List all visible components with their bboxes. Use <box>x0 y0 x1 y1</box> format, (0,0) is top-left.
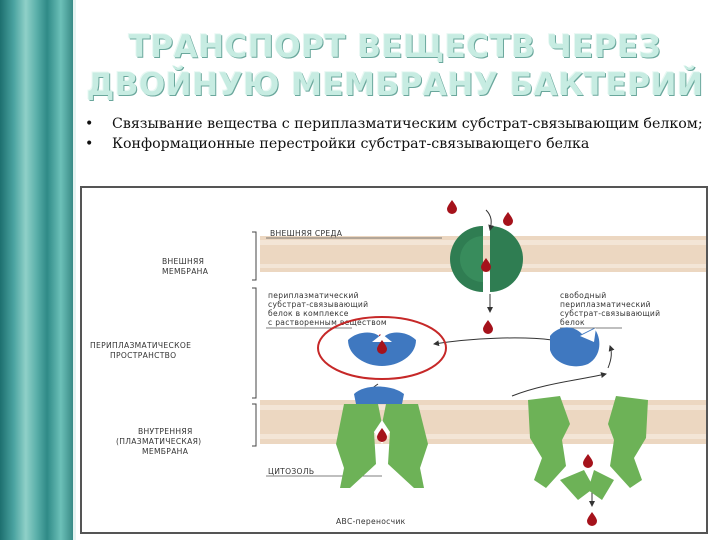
label-outer-env: ВНЕШНЯЯ СРЕДА <box>270 229 343 238</box>
label-inner-membrane-3: МЕМБРАНА <box>142 447 189 456</box>
bullet-item: • Конформационные перестройки субстрат-с… <box>82 134 710 154</box>
substrate-drop <box>587 512 597 526</box>
porin-channel <box>450 226 523 292</box>
bullet-text: Конформационные перестройки субстрат-свя… <box>112 136 590 152</box>
label-inner-membrane-2: (ПЛАЗМАТИЧЕСКАЯ) <box>116 437 201 446</box>
label-free-1: свободный <box>560 291 606 300</box>
bullet-text: Связывание вещества с периплазматическим… <box>112 116 703 132</box>
abc-transporter-open <box>528 396 648 500</box>
free-binding-protein <box>550 327 600 367</box>
label-outer-membrane-2: МЕМБРАНА <box>162 267 209 276</box>
title-line-1: ТРАНСПОРТ ВЕЩЕСТВ ЧЕРЕЗ <box>128 29 662 65</box>
abc-transporter-closed <box>336 386 428 488</box>
substrate-drop <box>447 200 457 214</box>
substrate-drop <box>503 212 513 226</box>
label-cytosol: ЦИТОЗОЛЬ <box>268 467 314 476</box>
diagram-canvas: ВНЕШНЯЯ МЕМБРАНА ПЕРИПЛАЗМАТИЧЕСКОЕ ПРОС… <box>90 200 706 526</box>
region-brackets <box>252 231 257 447</box>
label-free-2: периплазматический <box>560 300 651 309</box>
bound-binding-protein <box>348 332 416 366</box>
label-free-4: белок <box>560 318 585 327</box>
bullet-list: • Связывание вещества с периплазматическ… <box>82 114 710 154</box>
label-abc: АВС-переносчик <box>336 517 406 526</box>
bullet-item: • Связывание вещества с периплазматическ… <box>82 114 710 134</box>
bullet-marker: • <box>85 136 94 152</box>
left-decorative-band <box>0 0 76 540</box>
label-periplasm-2: ПРОСТРАНСТВО <box>110 351 176 360</box>
transport-diagram: ВНЕШНЯЯ МЕМБРАНА ПЕРИПЛАЗМАТИЧЕСКОЕ ПРОС… <box>80 186 708 534</box>
title-line-2: ДВОЙНУЮ МЕМБРАНУ БАКТЕРИЙ <box>86 67 704 103</box>
highlight-circle <box>317 316 447 380</box>
label-periplasm-1: ПЕРИПЛАЗМАТИЧЕСКОЕ <box>90 341 191 350</box>
substrate-drop <box>583 454 593 468</box>
label-bound-3: белок в комплексе <box>268 309 349 318</box>
label-bound-1: периплазматический <box>268 291 359 300</box>
label-inner-membrane-1: ВНУТРЕННЯЯ <box>138 427 193 436</box>
substrate-drop <box>483 320 493 334</box>
label-free-3: субстрат-связывающий <box>560 309 660 318</box>
label-outer-membrane-1: ВНЕШНЯЯ <box>162 257 204 266</box>
label-bound-4: с растворенным веществом <box>268 318 387 327</box>
slide-title: ТРАНСПОРТ ВЕЩЕСТВ ЧЕРЕЗ ДВОЙНУЮ МЕМБРАНУ… <box>80 28 710 104</box>
label-bound-2: субстрат-связывающий <box>268 300 368 309</box>
bullet-marker: • <box>85 116 94 132</box>
